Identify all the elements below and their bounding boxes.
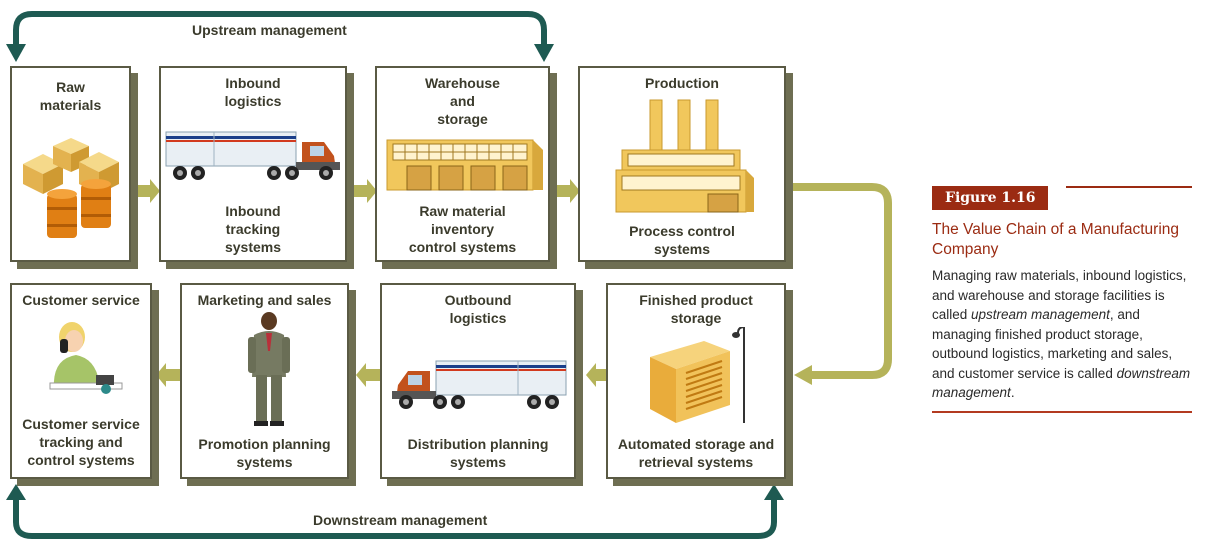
flow-arrow-3 [556,179,580,203]
figure-caption: Managing raw materials, inbound logistic… [932,266,1192,403]
factory-icon [615,99,754,213]
stage-marketing-sales: Marketing and sales Promotion planning s… [180,283,349,479]
stage-title: Warehouse and storage [425,75,500,127]
figure-label: Figure 1.16 [932,186,1049,210]
warehouse-icon [386,139,543,191]
loop-arrow [788,183,892,379]
stage-title: Production [645,75,719,91]
downstream-arrow [13,500,777,539]
semi-truck-icon [392,360,567,409]
upstream-arrow [13,11,547,50]
flow-arrow-5 [356,363,380,387]
stage-system: Inbound tracking systems [224,203,282,255]
loop-arrowhead [794,365,812,385]
stage-system: Distribution planning systems [407,436,549,470]
stage-production: Production Process control systems [578,66,786,262]
figure-title: The Value Chain of a Manufacturing Compa… [932,221,1180,258]
raw-materials-crates-barrels-icon [23,138,119,238]
stage-title: Raw materials [39,79,102,113]
flow-arrow-2 [353,179,377,203]
caption-emphasis: downstream management [932,365,1191,401]
figure-rule-top [1066,186,1192,188]
stage-inbound-logistics: Inbound logistics Inbound tracking syste… [159,66,347,262]
stage-customer-service: Customer service Customer service tracki… [10,283,152,479]
stage-outbound-logistics: Outbound logistics Distribution planning… [380,283,576,479]
upstream-arrowhead-left [6,44,26,62]
stage-system: Process control systems [629,223,735,257]
flow-arrow-4 [586,363,610,387]
stage-title: Finished product storage [639,292,753,326]
caption-emphasis: upstream management [971,307,1110,322]
semi-truck-icon [165,131,340,180]
downstream-arrowhead-right [764,484,784,500]
downstream-label: Downstream management [313,512,488,528]
stage-title: Outbound logistics [444,292,512,326]
flow-arrow-6 [156,363,180,387]
figure-rule-bottom [932,410,1192,413]
caption-text: . [1010,385,1015,400]
stage-finished-product-storage: Finished product storage Automated stora… [606,283,786,479]
stage-title: Inbound logistics [224,75,282,109]
downstream-arrowhead-left [6,484,26,500]
stage-system: Customer service tracking and control sy… [22,416,140,468]
salesman-icon [248,312,290,426]
caption-text: , and managing finished product storage,… [932,307,1173,381]
stage-title: Customer service [22,292,140,308]
caption-text: Managing raw materials, inbound logistic… [932,268,1187,322]
flow-arrow-1 [136,179,160,203]
stage-system: Promotion planning systems [198,436,331,470]
stage-raw-materials: Raw materials [10,66,131,262]
storage-unit-icon [650,327,745,423]
upstream-arrowhead-right [534,44,554,62]
stage-system: Automated storage and retrieval systems [617,436,775,470]
upstream-label: Upstream management [192,22,347,38]
stage-warehouse-storage: Warehouse and storage Raw material inven… [375,66,550,262]
figure-panel: Figure 1.16 The Value Chain of a Manufac… [932,186,1192,413]
stage-system: Raw material inventory control systems [408,203,517,255]
customer-service-agent-icon [49,322,123,394]
stage-title: Marketing and sales [197,292,332,308]
